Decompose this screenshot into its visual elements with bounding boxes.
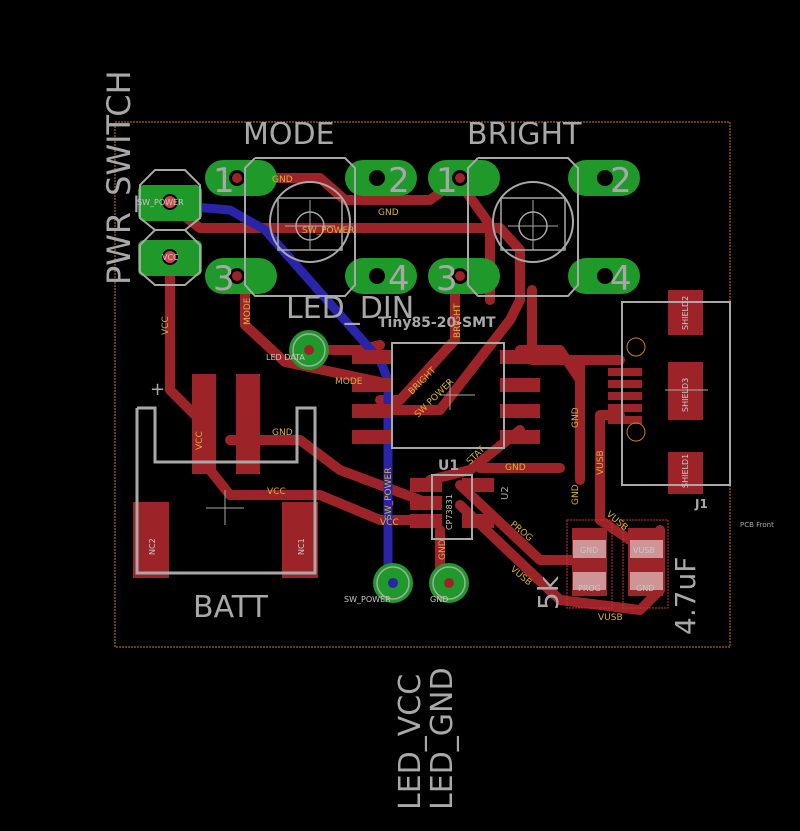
- net-gnd: GND: [272, 175, 293, 185]
- led-gnd-pad-label: GND: [430, 595, 448, 604]
- batt-nc2-label: NC2: [148, 538, 157, 555]
- bright-pin-4: 4: [610, 259, 632, 299]
- capacitor-value: 4.7uF: [669, 557, 702, 635]
- battery-plus: +: [150, 379, 165, 400]
- pwr-switch-pads: [138, 169, 202, 286]
- batt-pad-minus: [236, 374, 260, 474]
- mcu-name: Tiny85-20-SMT: [378, 315, 496, 331]
- batt-pad-plus: [192, 374, 216, 474]
- battery-name: BATT: [193, 590, 269, 625]
- net-mode: MODE: [243, 297, 253, 325]
- u1-refdes: U1: [438, 458, 459, 474]
- resistor-value: 5k: [532, 575, 565, 610]
- pcb-front-note: PCB Front: [740, 521, 774, 529]
- led-vcc-name: LED_VCC: [393, 674, 428, 810]
- usb-pads: [608, 290, 703, 494]
- net-gnd: GND: [272, 428, 293, 438]
- net-gnd: GND: [571, 407, 581, 428]
- mode-pin-2: 2: [388, 161, 410, 201]
- bright-pin-3: 3: [436, 259, 458, 299]
- net-vusb: VUSB: [598, 613, 623, 623]
- bright-pin-2: 2: [610, 161, 632, 201]
- pwr-switch-name: PWR_SWITCH: [100, 70, 138, 285]
- mcu-outline: [391, 342, 505, 449]
- led-vcc-pad: [373, 563, 413, 603]
- net-gnd: GND: [571, 484, 581, 505]
- pwr-pad-label-swpower: SW_POWER: [137, 198, 184, 207]
- led-din-pad-label: LED DATA: [266, 353, 305, 362]
- mcu-pads: [352, 350, 540, 444]
- net-bright: BRIGHT: [453, 303, 463, 338]
- u1-outline: [431, 474, 473, 540]
- net-sw-power: SW_POWER: [302, 226, 354, 236]
- net-gnd: GND: [378, 208, 399, 218]
- net-mode: MODE: [335, 377, 363, 387]
- net-gnd: GND: [438, 539, 448, 560]
- mode-button-outline: [244, 157, 356, 297]
- led-din-pad: [289, 330, 329, 370]
- usb-outline: [621, 301, 731, 486]
- mode-button-pads: [205, 160, 417, 294]
- mode-pin-3: 3: [213, 259, 235, 299]
- battery-outline: [135, 406, 317, 575]
- bright-button-pads: [428, 160, 640, 294]
- batt-nc1-label: NC1: [297, 538, 306, 555]
- bright-button-outline: [467, 157, 579, 297]
- led-din-name: LED_DIN: [286, 291, 414, 326]
- resistor-pad1-label: PROG: [578, 584, 601, 593]
- net-vcc: VCC: [380, 518, 399, 528]
- bright-button-name: BRIGHT: [467, 117, 582, 152]
- batt-pad-nc2: [133, 502, 169, 578]
- usb-shield2-label: SHIELD2: [681, 296, 690, 330]
- mode-button-name: MODE: [243, 117, 335, 152]
- net-vcc: VCC: [195, 431, 205, 450]
- resistor-pad2-label: GND: [580, 546, 598, 555]
- mode-pin-4: 4: [388, 259, 410, 299]
- u1-pads: [410, 478, 494, 528]
- led-gnd-name: LED_GND: [425, 667, 460, 810]
- capacitor-pad2-label: VUSB: [633, 546, 655, 555]
- net-vcc: VCC: [161, 316, 171, 335]
- batt-pad-nc1: [282, 502, 318, 578]
- bright-pin-1: 1: [436, 161, 458, 201]
- led-gnd-pad: [429, 563, 469, 603]
- net-vcc: VCC: [267, 487, 286, 497]
- net-sw-power-bottom: SW_POWER: [384, 468, 394, 520]
- net-vusb: VUSB: [596, 450, 606, 475]
- usb-refdes: J1: [694, 497, 708, 511]
- capacitor-pad1-label: GND: [636, 584, 654, 593]
- net-gnd: GND: [505, 463, 526, 473]
- charger-part-label: CP73831: [445, 494, 454, 530]
- usb-shield1-label: SHIELD1: [681, 454, 690, 488]
- usb-shield3-label: SHIELD3: [681, 378, 690, 412]
- led-vcc-pad-label: SW_POWER: [344, 595, 391, 604]
- pwr-pad-label-vcc: VCC: [162, 253, 179, 262]
- mode-pin-1: 1: [213, 161, 235, 201]
- u2-refdes: U2: [500, 486, 511, 500]
